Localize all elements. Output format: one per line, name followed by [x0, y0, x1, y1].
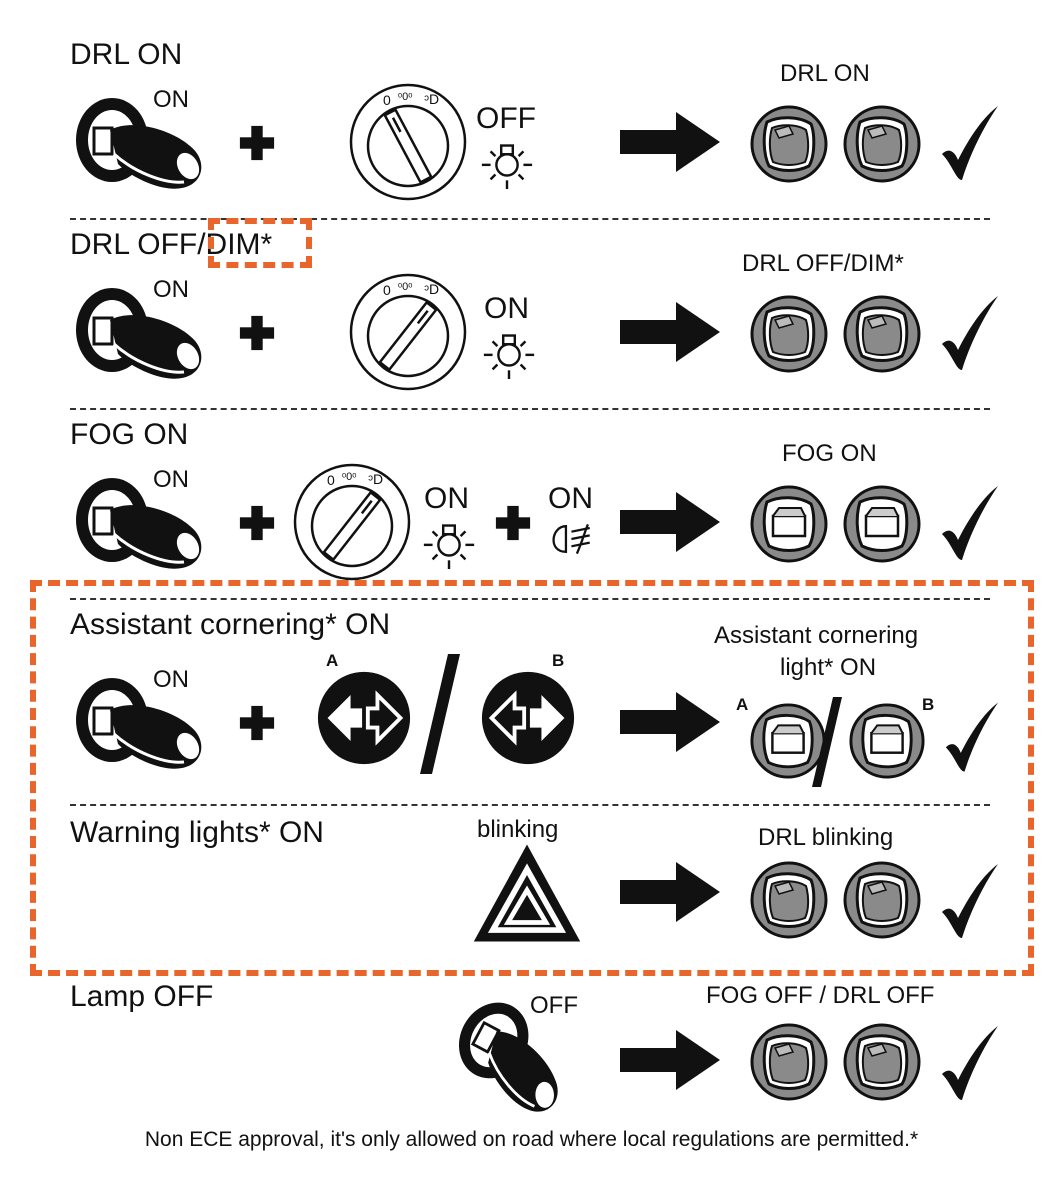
arrow-right-icon: [620, 112, 720, 172]
headlamp-right-icon: [842, 104, 922, 184]
arrow-right-icon: [620, 302, 720, 362]
check-mark-icon: [940, 294, 1000, 374]
result-tag-a: A: [736, 695, 749, 714]
result-tag-b: B: [922, 695, 935, 714]
headlamp-left-icon: [749, 294, 829, 374]
headlamp-left-icon: [749, 104, 829, 184]
hazard-state-label: blinking: [477, 816, 559, 843]
row-divider: [70, 598, 990, 600]
ignition-key-icon: [72, 468, 212, 578]
check-mark-icon: [940, 1024, 1000, 1104]
result-label: FOG OFF / DRL OFF: [706, 982, 935, 1009]
row6-title: Lamp OFF: [70, 980, 214, 1013]
ignition-key-icon: [72, 88, 212, 198]
turn-signal-tag-b: B: [552, 651, 565, 670]
arrow-right-icon: [620, 862, 720, 922]
fog-light-icon: [544, 520, 608, 558]
row-divider: [70, 408, 990, 410]
check-mark-icon: [940, 862, 1000, 942]
turn-signal-left-icon: [316, 670, 412, 766]
dial-mark-parking: ᵒ0ᵒ: [398, 91, 413, 103]
key-label: ON: [153, 86, 189, 113]
dial-mark-0: 0: [327, 472, 335, 488]
result-label: FOG ON: [782, 440, 877, 467]
plus-icon: [494, 504, 532, 542]
dial-mark-parking: ᵒ0ᵒ: [398, 281, 413, 293]
row1-title: DRL ON: [70, 38, 183, 71]
plus-icon: [238, 314, 276, 352]
result-label-line1: Assistant cornering: [714, 622, 919, 649]
headlamp-right-icon: [842, 484, 922, 564]
key-label: ON: [153, 276, 189, 303]
optional-features-highlight-box: [30, 580, 1034, 976]
slash-icon: [420, 652, 460, 776]
result-label: DRL blinking: [758, 824, 894, 851]
switch-state-label: ON: [484, 292, 529, 325]
plus-icon: [238, 504, 276, 542]
dial-mark-headlight: ᵓD: [368, 471, 384, 487]
arrow-right-icon: [620, 492, 720, 552]
key-label: ON: [153, 466, 189, 493]
light-bulb-icon: [478, 132, 536, 190]
plus-icon: [238, 704, 276, 742]
light-bulb-icon: [420, 512, 478, 570]
key-label: OFF: [530, 992, 578, 1019]
dial-mark-parking: ᵒ0ᵒ: [342, 471, 357, 483]
headlamp-right-icon: [842, 294, 922, 374]
result-label: DRL OFF/DIM*: [742, 250, 904, 277]
headlamp-right-icon: [848, 702, 926, 780]
arrow-right-icon: [620, 692, 720, 752]
headlamp-right-icon: [842, 1022, 922, 1102]
headlamp-right-icon: [842, 860, 922, 940]
footnote: Non ECE approval, it's only allowed on r…: [144, 1128, 919, 1151]
ignition-key-icon: [72, 278, 212, 388]
check-mark-icon: [940, 104, 1000, 184]
result-label-line2: light* ON: [780, 654, 877, 681]
check-mark-icon: [940, 484, 1000, 564]
row5-title: Warning lights* ON: [70, 816, 324, 849]
dial-mark-headlight: ᵓD: [424, 91, 440, 107]
row2-title: DRL OFF/DIM*: [70, 228, 273, 261]
turn-signal-right-icon: [480, 670, 576, 766]
fog-switch-state-label: ON: [548, 482, 593, 515]
hazard-warning-icon: [470, 840, 584, 946]
row-divider: [70, 804, 990, 806]
result-label: DRL ON: [780, 60, 870, 87]
dial-mark-0: 0: [383, 92, 391, 108]
key-label: ON: [153, 666, 189, 693]
ignition-key-icon: [72, 668, 212, 778]
row3-title: FOG ON: [70, 418, 189, 451]
headlamp-left-icon: [749, 484, 829, 564]
dial-mark-0: 0: [383, 282, 391, 298]
row4-title: Assistant cornering* ON: [70, 608, 391, 641]
check-mark-icon: [944, 700, 1000, 776]
light-bulb-icon: [480, 322, 538, 380]
row-divider: [70, 218, 990, 220]
switch-state-label: OFF: [476, 102, 536, 135]
plus-icon: [238, 124, 276, 162]
headlamp-left-icon: [749, 860, 829, 940]
dim-highlight-box: [208, 218, 312, 268]
dial-mark-headlight: ᵓD: [424, 281, 440, 297]
slash-icon: [812, 694, 842, 790]
switch-state-label: ON: [424, 482, 469, 515]
turn-signal-tag-a: A: [326, 651, 339, 670]
headlamp-left-icon: [749, 1022, 829, 1102]
arrow-right-icon: [620, 1030, 720, 1090]
